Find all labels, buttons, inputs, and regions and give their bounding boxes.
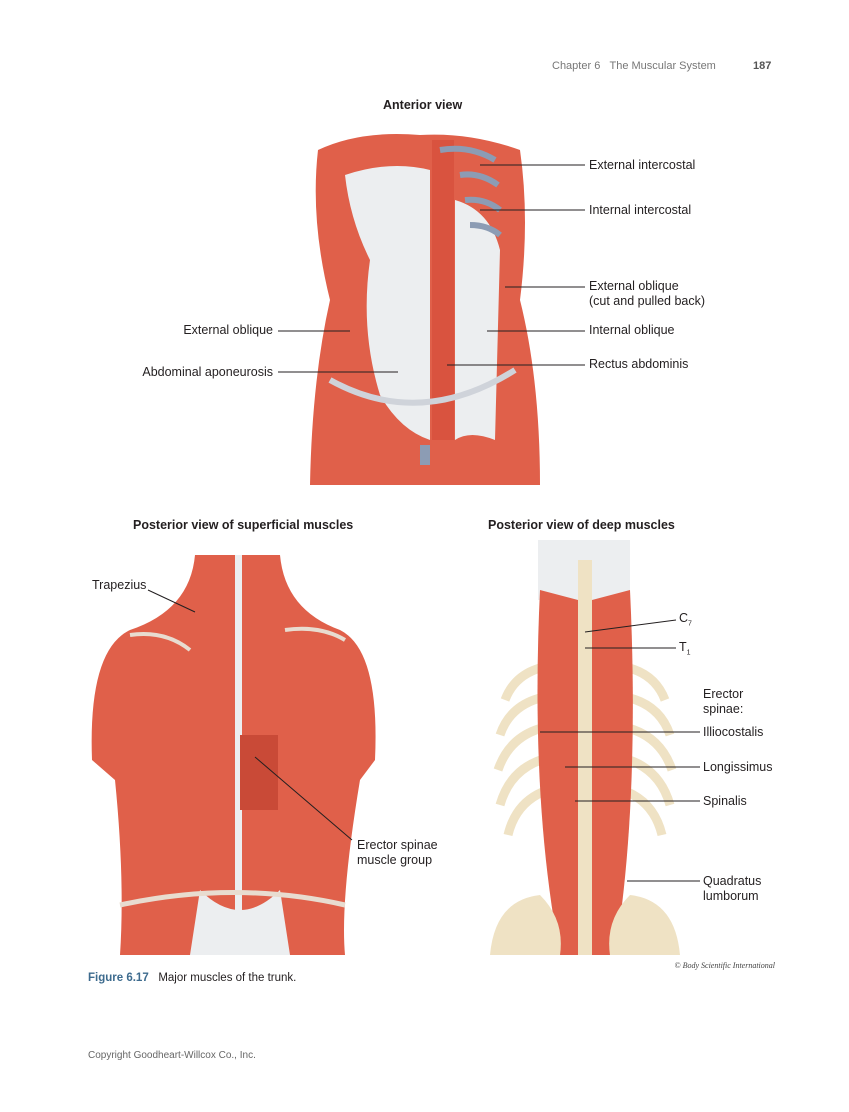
figure-caption: Figure 6.17 Major muscles of the trunk. [88,972,297,984]
label-internal-intercostal: Internal intercostal [589,203,692,217]
posterior-superficial-title: Posterior view of superficial muscles [133,518,354,532]
label-t1: T1 [679,640,691,657]
leader-lines [147,164,700,882]
anterior-view-title: Anterior view [383,98,463,112]
posterior-deep-illustration [490,540,680,955]
posterior-superficial-illustration [91,555,376,955]
image-credit: © Body Scientific International [674,961,776,970]
footer-copyright: Copyright Goodheart-Willcox Co., Inc. [88,1050,256,1061]
label-longissimus: Longissimus [703,760,773,774]
posterior-deep-title: Posterior view of deep muscles [488,518,675,532]
figure-number: Figure 6.17 [88,972,149,984]
anterior-torso-illustration [310,134,540,485]
label-external-oblique: External oblique [183,323,273,337]
label-illiocostalis: Illiocostalis [703,725,764,739]
page-number: 187 [753,60,772,72]
label-abdominal-aponeurosis: Abdominal aponeurosis [142,365,273,379]
label-internal-oblique: Internal oblique [589,323,675,337]
label-rectus-abdominis: Rectus abdominis [589,357,689,371]
running-header-chapter: Chapter 6 The Muscular System [552,60,716,72]
label-external-oblique-cut: External oblique(cut and pulled back) [589,279,706,308]
label-c7: C7 [679,611,692,628]
label-spinalis: Spinalis [703,794,747,808]
label-external-intercostal: External intercostal [589,158,696,172]
label-trapezius: Trapezius [92,578,147,592]
